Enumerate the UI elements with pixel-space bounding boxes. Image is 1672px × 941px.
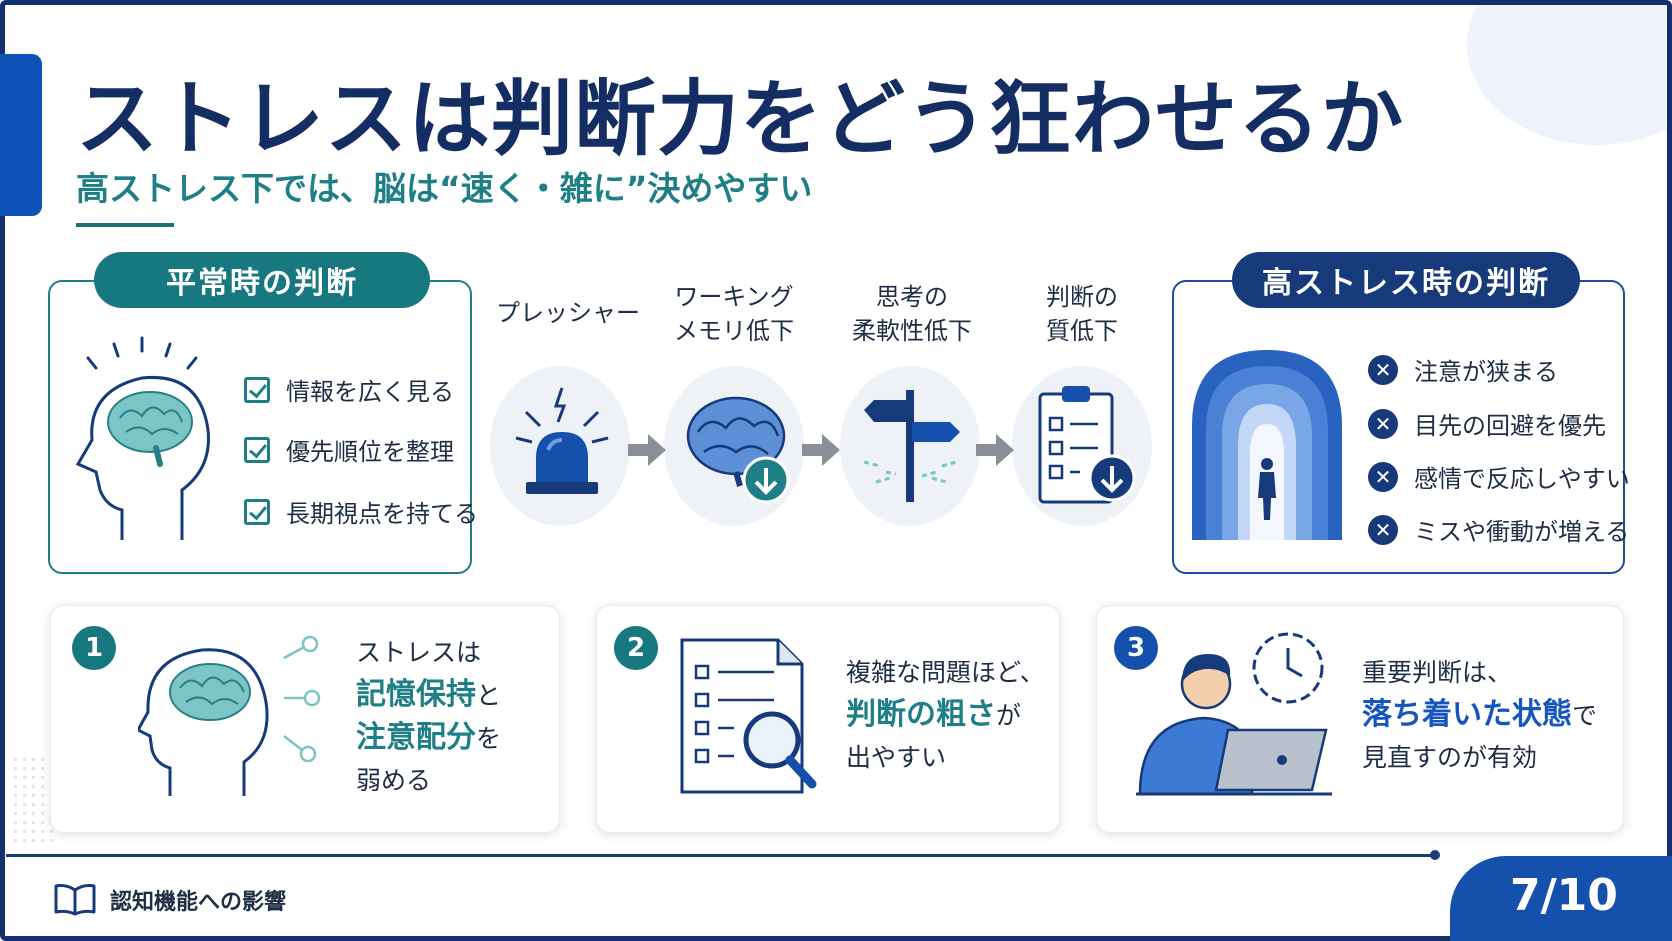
point-card-2 — [596, 605, 1060, 833]
point-number-badge: 3 — [1114, 626, 1158, 670]
point-number-badge: 2 — [614, 626, 658, 670]
card-highlight: 記憶保持 — [356, 677, 476, 712]
point-number-badge: 1 — [72, 626, 116, 670]
checkbox-icon — [244, 436, 270, 463]
stress-item-label: ミスや衝動が増える — [1414, 518, 1630, 546]
card-highlight: 判断の粗さ — [846, 697, 996, 732]
corner-decoration — [1467, 5, 1667, 145]
card-line: 落ち着いた状態で — [1362, 694, 1597, 737]
checkbox-icon — [244, 498, 270, 525]
normal-item-long-term: 長期視点を持てる — [244, 494, 478, 529]
title-accent-bar — [0, 54, 42, 216]
normal-item-priority: 優先順位を整理 — [244, 432, 454, 467]
card-highlight: 落ち着いた状態 — [1362, 697, 1572, 732]
card-line-tail: で — [1572, 701, 1598, 730]
flow-step-4-label: 判断の 質低下 — [1012, 280, 1152, 348]
arrow-right-icon — [976, 434, 1014, 466]
flow-step-line: メモリ低下 — [674, 317, 794, 345]
flow-step-2-label: ワーキング メモリ低下 — [664, 280, 804, 348]
arrow-right-icon — [628, 434, 666, 466]
checkbox-icon — [244, 376, 270, 403]
card-line: 判断の粗さが — [846, 694, 1045, 737]
stress-item-narrow-attention: ✕ 注意が狭まる — [1368, 352, 1558, 387]
flow-step-3-label: 思考の 柔軟性低下 — [838, 280, 986, 348]
x-mark-icon: ✕ — [1368, 514, 1398, 545]
card-line: 複雑な問題ほど、 — [846, 658, 1045, 687]
card-line: 見直すのが有効 — [1362, 743, 1538, 772]
slide-title: ストレスは判断力をどう狂わせるか — [76, 72, 1405, 167]
flow-step-line: プレッシャー — [496, 299, 640, 327]
signpost-icon — [863, 390, 960, 502]
card-line-tail: が — [996, 701, 1022, 730]
book-icon — [54, 884, 96, 916]
subtitle-underline — [76, 223, 174, 227]
brain-down-icon — [686, 396, 790, 504]
slide-subtitle: 高ストレス下では、脳は“速く・雑に”決めやすい — [76, 169, 813, 208]
x-mark-icon: ✕ — [1368, 408, 1398, 439]
flow-step-line: ワーキング — [674, 283, 794, 311]
normal-judgment-heading: 平常時の判断 — [94, 252, 430, 308]
normal-item-wide-view: 情報を広く見る — [244, 372, 454, 407]
card-line: 記憶保持と — [356, 674, 501, 717]
point-card-3-text: 重要判断は、 落ち着いた状態で 見直すのが有効 — [1362, 652, 1597, 779]
arrow-right-icon — [802, 434, 840, 466]
stress-item-short-term: ✕ 目先の回避を優先 — [1368, 406, 1606, 441]
x-mark-icon: ✕ — [1368, 461, 1398, 492]
normal-item-label: 長期視点を持てる — [286, 500, 478, 528]
dot-decoration — [11, 755, 57, 845]
stress-item-mistakes: ✕ ミスや衝動が増える — [1368, 512, 1629, 547]
brain-head-icon — [75, 336, 210, 540]
normal-item-label: 情報を広く見る — [286, 378, 454, 406]
flow-step-line: 質低下 — [1046, 317, 1118, 345]
flow-step-line: 柔軟性低下 — [852, 317, 972, 345]
card-line-tail: と — [476, 681, 502, 710]
stress-judgment-heading: 高ストレス時の判断 — [1232, 252, 1580, 308]
stress-item-label: 目先の回避を優先 — [1414, 412, 1606, 440]
x-mark-icon: ✕ — [1368, 354, 1398, 385]
stress-item-label: 注意が狭まる — [1414, 358, 1558, 386]
stress-item-label: 感情で反応しやすい — [1414, 465, 1630, 493]
footer-divider-end — [1430, 850, 1440, 860]
flow-step-line: 思考の — [876, 283, 948, 311]
footer-section-label: 認知機能への影響 — [110, 890, 287, 915]
flow-step-line: 判断の — [1046, 283, 1118, 311]
magnifier-icon — [680, 638, 817, 794]
point-card-1-text: ストレスは 記憶保持と 注意配分を 弱める — [356, 632, 501, 802]
card-line: ストレスは — [356, 638, 482, 667]
stress-item-emotional: ✕ 感情で反応しやすい — [1368, 459, 1630, 494]
page-number-tab — [1450, 856, 1672, 941]
card-line: 出やすい — [846, 743, 947, 772]
flow-step-1-label: プレッシャー — [496, 296, 640, 330]
alarm-light-icon — [515, 387, 609, 494]
laptop-person-icon — [1136, 632, 1332, 796]
card-line: 注意配分を — [356, 717, 501, 760]
point-card-2-text: 複雑な問題ほど、 判断の粗さが 出やすい — [846, 652, 1045, 779]
card-line-tail: を — [476, 724, 502, 753]
brain-head-icon — [138, 635, 321, 796]
card-line: 弱める — [356, 766, 432, 795]
page-number: 7/10 — [1510, 870, 1618, 921]
normal-item-label: 優先順位を整理 — [286, 438, 454, 466]
footer-divider — [6, 854, 1438, 857]
card-highlight: 注意配分 — [356, 720, 476, 755]
checklist-down-icon — [1038, 386, 1136, 504]
tunnel-person-icon — [1192, 350, 1342, 540]
card-line: 重要判断は、 — [1362, 658, 1513, 687]
